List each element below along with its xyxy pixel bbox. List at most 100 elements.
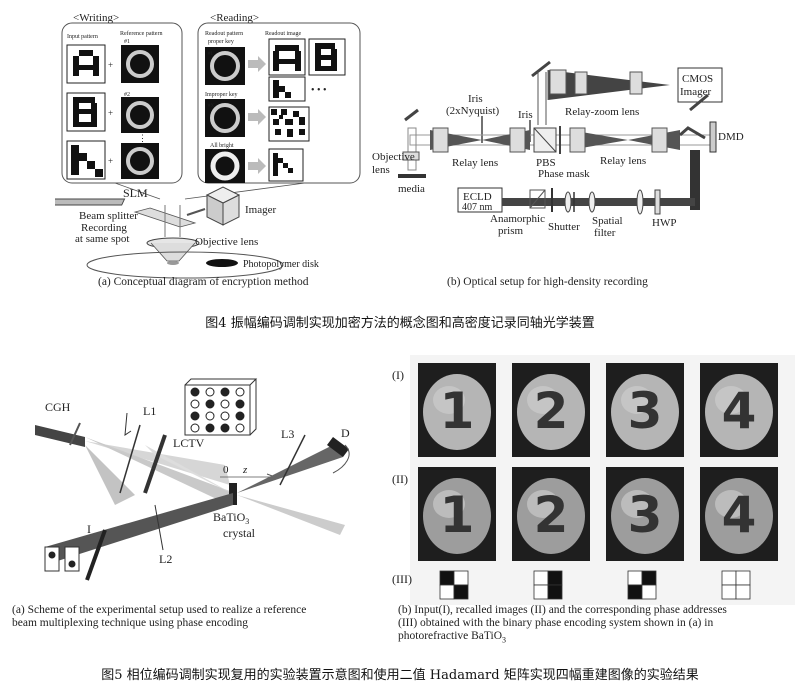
phase-address-cell — [533, 584, 549, 600]
phase-address-cell — [641, 584, 657, 600]
mask-dot — [205, 411, 215, 421]
fig5a-caption-line2: beam multiplexing technique using phase … — [12, 617, 249, 629]
phase-address-cell — [641, 570, 657, 586]
readout-improper — [205, 99, 245, 137]
phase-address-cell — [439, 570, 455, 586]
phase-address-cell — [547, 570, 563, 586]
objective-lens-label: Objective lens — [195, 236, 258, 248]
mask-dot — [190, 423, 200, 433]
input-pattern-n — [66, 140, 106, 180]
phase-address-cell — [453, 570, 469, 586]
mask-dot — [235, 411, 245, 421]
photo-digit: 4 — [722, 486, 757, 544]
mask-dot — [220, 399, 230, 409]
readout-image-all-bright — [268, 148, 304, 182]
fig5a-caption: (a) Scheme of the experimental setup use… — [12, 604, 382, 630]
mask-dot — [190, 411, 200, 421]
dmd — [709, 121, 717, 153]
zero-label: 0 — [223, 464, 229, 476]
relay-lens-right-label: Relay lens — [600, 155, 646, 167]
pbs-label: PBS — [536, 157, 556, 169]
iris-label: Iris — [518, 109, 533, 121]
phase-address-cell — [721, 584, 737, 600]
ref-label-2: #2 — [124, 92, 130, 98]
fig5-caption: 图5 相位编码调制实现复用的实验装置示意图和使用二值 Hadamard 矩阵实现… — [101, 668, 699, 683]
nyquist-label: (2xNyquist) — [446, 105, 500, 117]
photo-highlight — [621, 490, 653, 518]
row3-label: (III) — [392, 572, 412, 586]
l2-label: L2 — [159, 552, 172, 566]
fig4b-diagram: CMOS Imager Relay-zoom lens Iris (2xNyqu… — [372, 60, 744, 239]
wavelength-label: 407 nm — [462, 202, 493, 213]
fig5b-caption-line2: (III) obtained with the binary phase enc… — [398, 617, 714, 629]
slm-label: SLM — [123, 186, 148, 200]
phase-address-cell — [721, 570, 737, 586]
dmd-label: DMD — [718, 131, 744, 143]
relay-lens-left-label: Relay lens — [452, 157, 498, 169]
mask-dot — [220, 423, 230, 433]
l3-label: L3 — [281, 427, 294, 441]
phase-address-cell — [627, 584, 643, 600]
ref-label-1: #1 — [124, 39, 130, 45]
svg-text:+: + — [108, 156, 113, 166]
phase-address-cell — [453, 584, 469, 600]
mask-dot — [190, 387, 200, 397]
cgh-label: CGH — [45, 400, 71, 414]
input-pattern-label: Input pattern — [67, 34, 98, 40]
photo-digit: 3 — [628, 382, 663, 440]
photo-digit: 3 — [628, 486, 663, 544]
row1-label: (I) — [392, 368, 404, 382]
reading-title: <Reading> — [210, 12, 259, 24]
photo-highlight — [527, 490, 559, 518]
mask-dot — [220, 411, 230, 421]
crystal-label: crystal — [223, 526, 256, 540]
phase-address-cell — [627, 570, 643, 586]
phase-address-cell — [547, 584, 563, 600]
writing-frame — [61, 22, 183, 184]
fig5a-caption-line1: (a) Scheme of the experimental setup use… — [12, 604, 307, 616]
phase-address-cell — [533, 570, 549, 586]
objective-lens-b-label: lens — [372, 164, 390, 176]
fig4-caption: 图4 振幅编码调制实现加密方法的概念图和高密度记录同轴光学装置 — [205, 316, 595, 331]
i-label: I — [87, 522, 91, 536]
mask-dot — [205, 399, 215, 409]
beam-splitter-label: Beam splitter — [79, 210, 138, 222]
reference-pattern-2 — [121, 97, 159, 133]
shutter-label: Shutter — [548, 221, 580, 233]
mask-dot — [205, 423, 215, 433]
hwp-label: HWP — [652, 217, 676, 229]
reference-pattern-n — [121, 143, 159, 179]
crystal-name-label: BaTiO3 — [213, 510, 249, 526]
mask-dot — [235, 387, 245, 397]
cmos-label: CMOS — [682, 73, 713, 85]
fig5b-caption-line3: photorefractive BaTiO3 — [398, 630, 507, 645]
mask-dot — [235, 399, 245, 409]
ecld — [457, 187, 503, 213]
phase-address-cell — [735, 570, 751, 586]
readout-image-improper — [268, 106, 310, 142]
input-pattern-2 — [66, 92, 106, 132]
readout-pattern-label: Readout pattern — [205, 31, 243, 37]
mask-dot — [220, 387, 230, 397]
reading-frame — [197, 22, 361, 184]
readout-proper — [205, 47, 245, 85]
photo-highlight — [621, 386, 653, 414]
svg-text:⋮: ⋮ — [138, 133, 147, 143]
ecld-label: ECLD — [463, 191, 492, 203]
prism-label: prism — [498, 225, 524, 237]
imager-label: Imager — [245, 204, 276, 216]
photo-highlight — [715, 490, 747, 518]
fig4a-diagram: <Writing> <Reading> Input pattern Refere… — [55, 12, 361, 279]
z-label: z — [242, 464, 248, 476]
lctv-label: LCTV — [173, 436, 205, 450]
reference-pattern-1 — [121, 45, 159, 83]
photo-digit: 1 — [440, 382, 475, 440]
fig4b-caption: (b) Optical setup for high-density recor… — [447, 276, 648, 288]
photo-highlight — [527, 386, 559, 414]
d-label: D — [341, 426, 350, 440]
phase-address-cell — [439, 584, 455, 600]
fig5b-caption: (b) Input(I), recalled images (II) and t… — [398, 604, 798, 646]
reference-pattern-label: Reference pattern — [120, 30, 162, 37]
slm — [55, 198, 126, 206]
phase-mask-label: Phase mask — [538, 168, 590, 180]
